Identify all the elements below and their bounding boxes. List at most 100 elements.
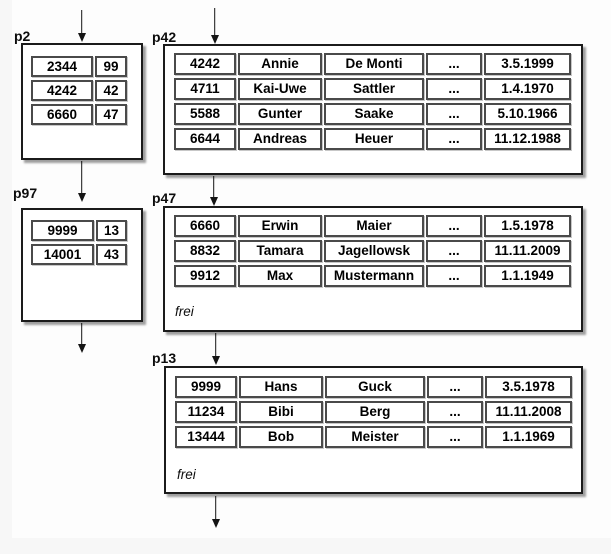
- record-cell: 6660: [31, 104, 93, 125]
- record-cell: 5588: [174, 103, 236, 125]
- record-cell: ...: [426, 53, 482, 75]
- record-cell: 42: [95, 80, 127, 101]
- record-cell: Mustermann: [324, 265, 424, 287]
- arrow-p42-to-p47: [208, 176, 219, 206]
- record-cell: 11.11.2008: [485, 401, 572, 423]
- record-cell: 4242: [174, 53, 236, 75]
- record-cell: Maier: [324, 215, 424, 237]
- free-space-label: frei: [177, 467, 196, 482]
- page-label-p13: p13: [152, 350, 177, 366]
- record-cell: Sattler: [324, 78, 424, 100]
- record-cell: 13444: [175, 426, 237, 448]
- record-cell: Annie: [238, 53, 322, 75]
- record-cell: 43: [96, 244, 127, 265]
- page-label-p42: p42: [152, 29, 177, 45]
- record-cell: Max: [238, 265, 322, 287]
- record-cell: Saake: [324, 103, 424, 125]
- record-cell: Erwin: [238, 215, 322, 237]
- record-cell: 11.12.1988: [484, 128, 571, 150]
- arrow-out-of-p97: [76, 323, 87, 353]
- record-cell: 1.1.1949: [484, 265, 571, 287]
- arrowhead-down-icon: [77, 33, 86, 42]
- record-cell: 5.10.1966: [484, 103, 571, 125]
- arrowhead-down-icon: [211, 519, 220, 528]
- record-cell: ...: [426, 78, 482, 100]
- record-cell: 1.4.1970: [484, 78, 571, 100]
- record-cell: 9999: [31, 220, 94, 241]
- record-cell: 9912: [174, 265, 236, 287]
- arrow-line: [214, 496, 217, 521]
- arrow-line: [213, 8, 216, 37]
- record-cell: 1.1.1969: [485, 426, 572, 448]
- record-cell: Bibi: [239, 401, 323, 423]
- arrow-line: [80, 323, 83, 346]
- record-cell: Bob: [239, 426, 323, 448]
- record-cell: 99: [95, 56, 127, 77]
- arrow-p2-to-p97: [76, 161, 87, 202]
- record-cell: Meister: [325, 426, 425, 448]
- arrowhead-down-icon: [209, 197, 218, 206]
- arrow-into-p2: [76, 10, 87, 42]
- arrow-into-p42: [209, 8, 220, 44]
- free-space-label: frei: [175, 304, 194, 319]
- page-label-p97: p97: [13, 185, 38, 201]
- record-cell: 3.5.1999: [484, 53, 571, 75]
- arrowhead-down-icon: [77, 193, 86, 202]
- record-cell: 4242: [31, 80, 93, 101]
- record-cell: 47: [95, 104, 127, 125]
- record-cell: ...: [427, 426, 483, 448]
- record-cell: 9999: [175, 376, 237, 398]
- record-cell: 6644: [174, 128, 236, 150]
- arrow-line: [212, 176, 215, 199]
- record-cell: 4711: [174, 78, 236, 100]
- record-cell: 6660: [174, 215, 236, 237]
- record-cell: 8832: [174, 240, 236, 262]
- record-cell: 11.11.2009: [484, 240, 571, 262]
- record-cell: ...: [426, 128, 482, 150]
- record-cell: Jagellowsk: [324, 240, 424, 262]
- record-cell: ...: [427, 376, 483, 398]
- page-margin-left: [0, 0, 12, 554]
- arrow-line: [80, 161, 83, 195]
- record-cell: De Monti: [324, 53, 424, 75]
- record-cell: 14001: [31, 244, 94, 265]
- page-label-p47: p47: [152, 190, 177, 206]
- record-cell: 3.5.1978: [485, 376, 572, 398]
- arrow-line: [214, 333, 217, 358]
- arrowhead-down-icon: [77, 344, 86, 353]
- arrow-line: [80, 10, 83, 35]
- record-cell: ...: [426, 240, 482, 262]
- record-cell: ...: [426, 265, 482, 287]
- record-cell: Tamara: [238, 240, 322, 262]
- record-cell: ...: [427, 401, 483, 423]
- record-cell: ...: [426, 103, 482, 125]
- arrowhead-down-icon: [211, 356, 220, 365]
- record-cell: Hans: [239, 376, 323, 398]
- arrowhead-down-icon: [210, 35, 219, 44]
- record-cell: 1.5.1978: [484, 215, 571, 237]
- record-cell: Andreas: [238, 128, 322, 150]
- record-cell: Berg: [325, 401, 425, 423]
